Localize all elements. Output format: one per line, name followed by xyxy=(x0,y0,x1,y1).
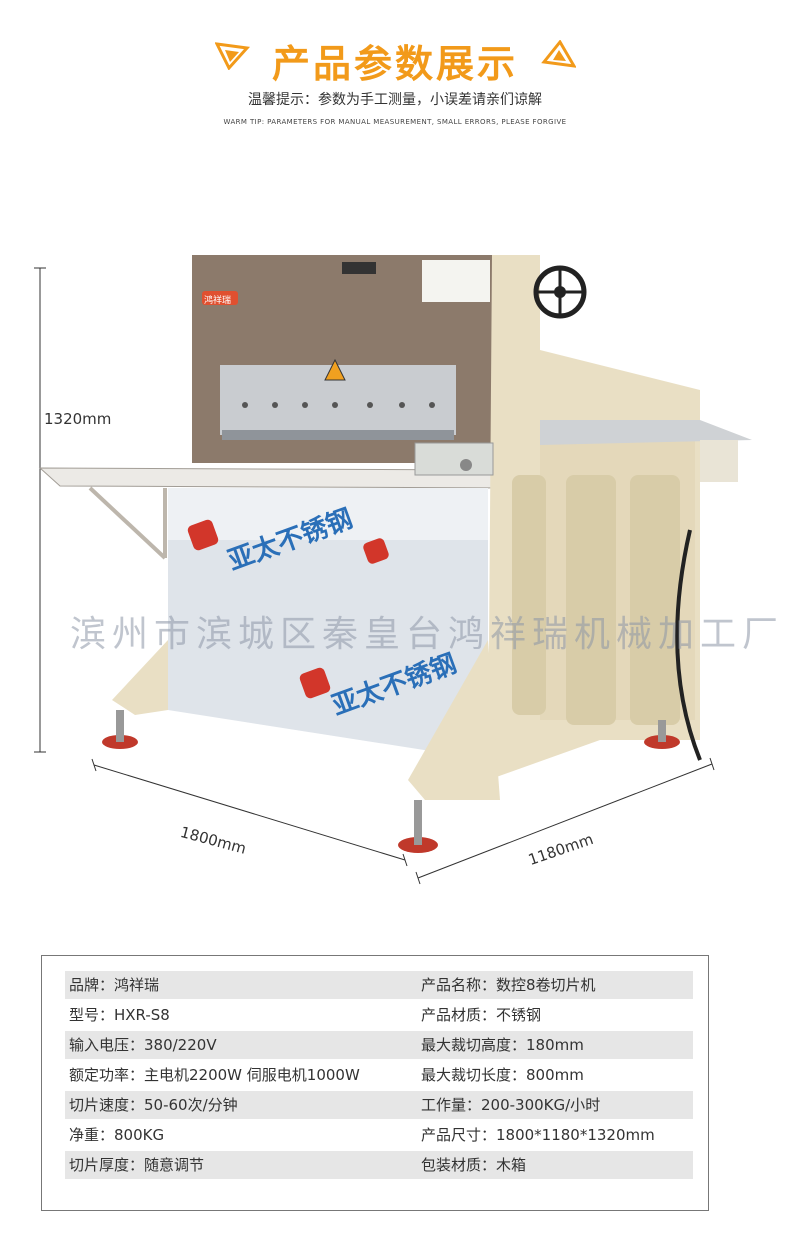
spec-cell: 额定功率：主电机2200W 伺服电机1000W xyxy=(69,1066,360,1084)
spec-cell: 产品材质：不锈钢 xyxy=(421,1006,542,1024)
warm-tip: 温馨提示：参数为手工测量，小误差请亲们谅解 xyxy=(248,92,542,108)
triangle-deco-left-icon xyxy=(215,42,251,70)
machine-illustration: 亚太不锈钢 亚太不锈钢 xyxy=(34,255,752,885)
spec-cell: 切片速度：50-60次/分钟 xyxy=(69,1096,238,1114)
height-dimension-label: 1320mm xyxy=(44,410,112,428)
spec-cell: 产品名称：数控8卷切片机 xyxy=(421,976,596,994)
spec-table: 品牌：鸿祥瑞 产品名称：数控8卷切片机 型号：HXR-S8 产品材质：不锈钢 输… xyxy=(41,955,709,1211)
spec-row: 净重：800KG 产品尺寸：1800*1180*1320mm xyxy=(65,1121,693,1149)
spec-cell: 切片厚度：随意调节 xyxy=(69,1156,205,1174)
spec-row: 切片速度：50-60次/分钟 工作量：200-300KG/小时 xyxy=(65,1091,693,1119)
spec-cell: 型号：HXR-S8 xyxy=(69,1006,170,1024)
brand-plate: 鸿祥瑞 xyxy=(204,296,232,306)
spec-cell: 最大裁切长度：800mm xyxy=(421,1066,584,1084)
header: 产品参数展示 温馨提示：参数为手工测量，小误差请亲们谅解 WARM TIP: P… xyxy=(0,0,790,140)
spec-row: 品牌：鸿祥瑞 产品名称：数控8卷切片机 xyxy=(65,971,693,999)
page-title: 产品参数展示 xyxy=(271,42,518,86)
spec-cell: 产品尺寸：1800*1180*1320mm xyxy=(421,1126,655,1144)
spec-row: 型号：HXR-S8 产品材质：不锈钢 xyxy=(65,1001,693,1029)
spec-row: 切片厚度：随意调节 包装材质：木箱 xyxy=(65,1151,693,1179)
spec-cell: 工作量：200-300KG/小时 xyxy=(421,1096,601,1114)
product-photo: 亚太不锈钢 亚太不锈钢 xyxy=(0,240,790,900)
triangle-deco-right-icon xyxy=(541,40,576,68)
spec-row: 输入电压：380/220V 最大裁切高度：180mm xyxy=(65,1031,693,1059)
spec-row: 额定功率：主电机2200W 伺服电机1000W 最大裁切长度：800mm xyxy=(65,1061,693,1089)
spec-cell: 输入电压：380/220V xyxy=(69,1036,217,1054)
spec-cell: 净重：800KG xyxy=(69,1126,165,1144)
spec-cell: 包装材质：木箱 xyxy=(421,1156,527,1174)
warm-tip-english: WARM TIP: PARAMETERS FOR MANUAL MEASUREM… xyxy=(223,118,567,126)
spec-cell: 品牌：鸿祥瑞 xyxy=(69,976,160,994)
watermark: 滨州市滨城区秦皇台鸿祥瑞机械加工厂 xyxy=(70,614,785,655)
spec-cell: 最大裁切高度：180mm xyxy=(421,1036,584,1054)
